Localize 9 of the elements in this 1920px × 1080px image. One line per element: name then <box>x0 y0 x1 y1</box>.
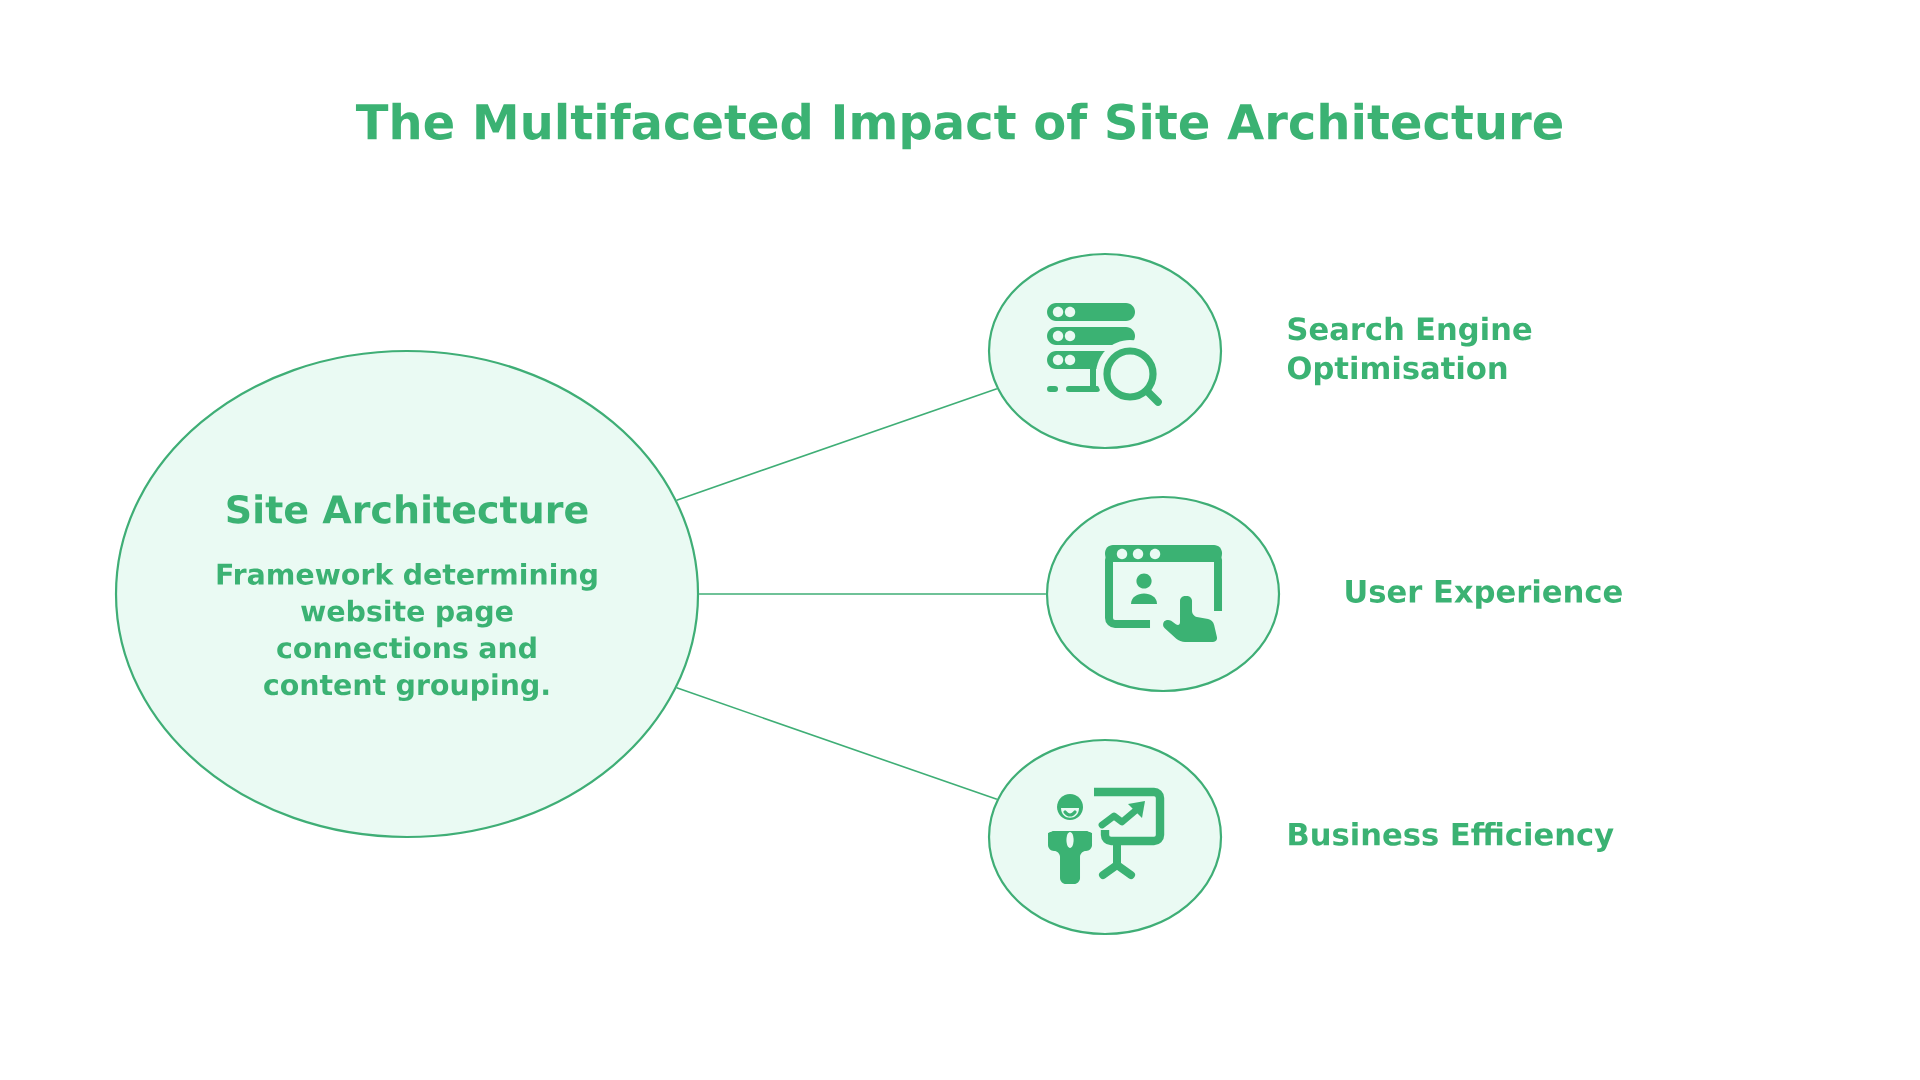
connector-line <box>675 387 998 501</box>
connector-line <box>698 593 1047 595</box>
topic-label: Search Engine Optimisation <box>1287 316 1532 386</box>
connector-line <box>675 687 998 801</box>
topic-label: Business Efficiency <box>1289 822 1614 852</box>
topic-label: User Experience <box>1346 579 1622 609</box>
description: Framework determining website page connections and content grouping. <box>217 562 597 702</box>
title: The Multifaceted Impact of Site Architecture <box>355 102 1562 150</box>
heading: Site Architecture <box>227 494 588 524</box>
